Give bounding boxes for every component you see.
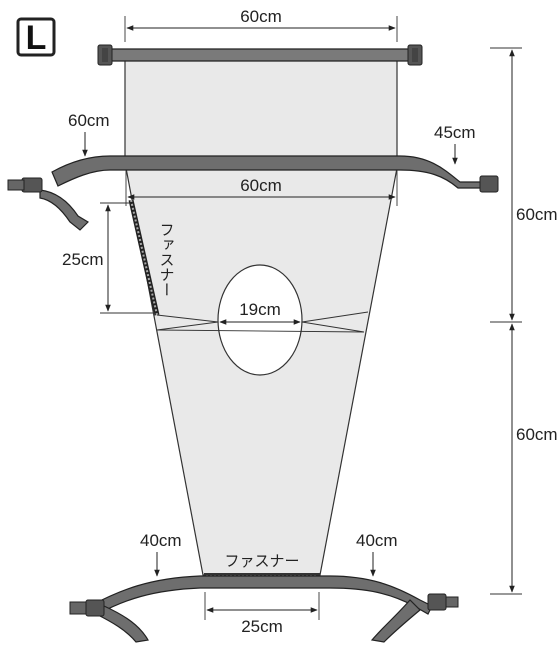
bottom-strap-right-dim: 40cm xyxy=(356,531,398,577)
top-roll-bar xyxy=(97,44,423,66)
top-width-label: 60cm xyxy=(240,7,282,26)
middle-strap xyxy=(7,155,499,231)
side-zipper xyxy=(128,199,160,316)
dim-bottom-zip: 25cm xyxy=(204,592,320,636)
right-lower-label: 60cm xyxy=(516,425,558,444)
dim-top-width: 60cm xyxy=(124,7,398,42)
zipper-side-dim-label: 25cm xyxy=(62,250,104,269)
zipper-side-label: ファスナー xyxy=(158,222,175,297)
crease-lines xyxy=(156,311,369,333)
dim-zipper-side: 25cm xyxy=(62,202,155,314)
strap-right-label: 45cm xyxy=(434,123,476,142)
size-label: L xyxy=(26,19,47,57)
bottom-zip-label: 25cm xyxy=(241,617,283,636)
bottom-strap-left-label: 40cm xyxy=(140,531,182,550)
bottom-strap-right-label: 40cm xyxy=(356,531,398,550)
bottom-strap xyxy=(69,575,459,643)
size-badge: L xyxy=(16,17,56,57)
mid-width-label: 60cm xyxy=(240,176,282,195)
dim-right-vertical: 60cm 60cm xyxy=(490,47,558,595)
strap-left-dim: 60cm xyxy=(68,111,110,157)
zipper-bottom-label: ファスナー xyxy=(224,553,299,570)
dim-hole: 19cm xyxy=(219,300,301,325)
strap-left-label: 60cm xyxy=(68,111,110,130)
dim-mid-width: 60cm xyxy=(125,170,398,206)
bottom-strap-left-dim: 40cm xyxy=(140,531,182,577)
hole-label: 19cm xyxy=(239,300,281,319)
strap-right-dim: 45cm xyxy=(434,123,476,165)
bag-upper-body xyxy=(124,57,398,169)
right-upper-label: 60cm xyxy=(516,205,558,224)
center-hole xyxy=(217,264,303,376)
